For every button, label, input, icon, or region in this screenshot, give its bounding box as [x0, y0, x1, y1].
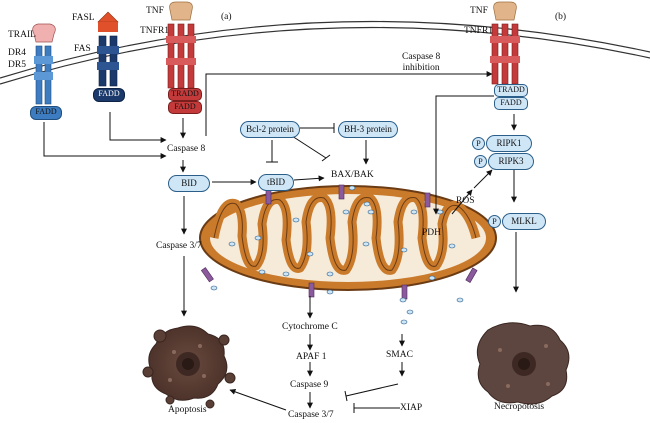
tnf-label-b: TNF	[470, 6, 488, 16]
fadd-trail: FADD	[30, 106, 62, 120]
ripk3-node: RIPK3	[488, 153, 534, 170]
cell-membrane	[0, 20, 650, 85]
tnfr1-label-a: TNFR1	[140, 26, 170, 36]
ros-label: ROS	[456, 196, 475, 206]
fasl-label: FASL	[72, 13, 95, 23]
cytochrome-dots	[210, 185, 464, 325]
caspase8-inhibition-label: Caspase 8 inhibition	[402, 52, 441, 73]
tnfr1-receptor-b	[490, 1, 520, 85]
baxbak-label: BAX/BAK	[331, 170, 374, 180]
mlkl-node: MLKL	[502, 213, 546, 230]
arrows-panel-a	[43, 71, 493, 411]
fadd-b: FADD	[494, 97, 528, 110]
mito-channels	[200, 184, 478, 300]
caspase9-label: Caspase 9	[290, 380, 329, 390]
arrows-panel-b	[433, 95, 519, 293]
mitochondrion	[199, 185, 497, 291]
apoptosis-label: Apoptosis	[168, 405, 207, 415]
caspase37-upper-label: Caspase 3/7	[156, 241, 202, 251]
bcl2-node: Bcl-2 protein	[240, 121, 300, 138]
tnfr1-receptor-a	[166, 1, 196, 89]
phospho-badge-ripk3: P	[474, 155, 487, 168]
tradd-a: TRADD	[168, 88, 202, 101]
inhibition-lines	[266, 123, 400, 413]
cytochrome-c-label: Cytochrome C	[282, 322, 338, 332]
phospho-badge-mlkl: P	[488, 215, 501, 228]
bid-node: BID	[168, 175, 210, 192]
ripk1-node: RIPK1	[486, 135, 532, 152]
tnf-label-a: TNF	[146, 6, 164, 16]
necroptotic-cell	[476, 322, 570, 405]
apoptotic-cell	[142, 325, 236, 409]
smac-label: SMAC	[386, 350, 413, 360]
panel-a-label: (a)	[221, 12, 232, 22]
tradd-b: TRADD	[494, 84, 528, 97]
trail-label: TRAIL	[8, 30, 36, 40]
pdh-label: PDH	[422, 228, 442, 238]
apaf1-label: APAF 1	[296, 352, 327, 362]
xiap-label: XIAP	[400, 403, 423, 413]
panel-b-label: (b)	[555, 12, 567, 22]
fadd-a: FADD	[168, 101, 202, 114]
tbid-node: tBID	[258, 174, 294, 191]
tnfr1-label-b: TNFR1	[464, 26, 494, 36]
trail-receptor	[32, 23, 56, 105]
dr4-label: DR4	[8, 48, 26, 58]
bh3-node: BH-3 protein	[338, 121, 398, 138]
fadd-fas: FADD	[93, 88, 125, 102]
phospho-badge-ripk1: P	[472, 137, 485, 150]
fas-receptor	[97, 11, 119, 87]
caspase8-label: Caspase 8	[167, 144, 206, 154]
dr5-label: DR5	[8, 60, 26, 70]
caspase37-lower-label: Caspase 3/7	[288, 410, 334, 420]
necroptosis-label: Necropotosis	[494, 402, 545, 412]
fas-label: FAS	[74, 44, 91, 54]
